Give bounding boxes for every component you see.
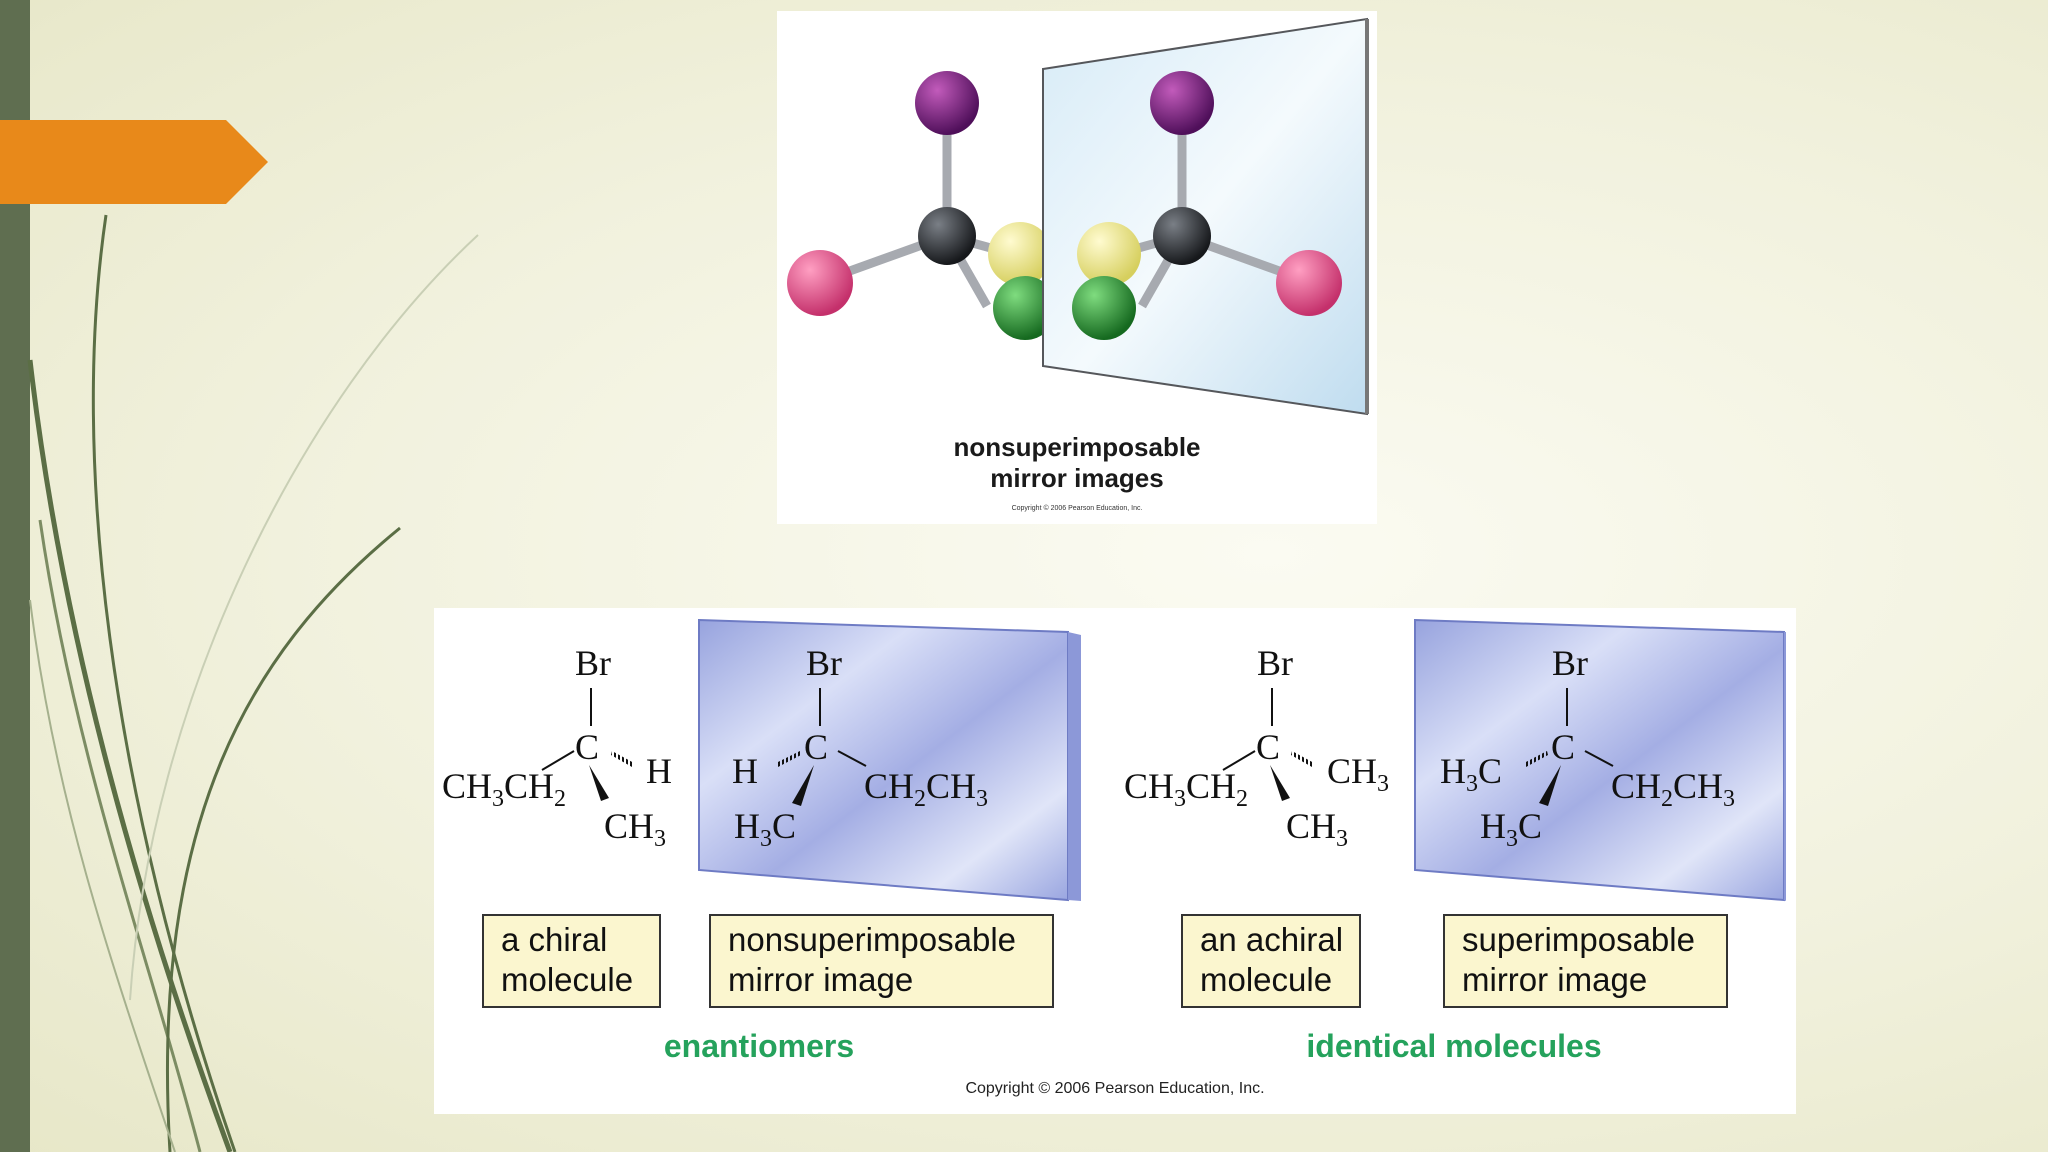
group-h3c: H3C	[734, 806, 796, 852]
atom-c: C	[575, 727, 599, 767]
label-line: mirror image	[1462, 961, 1648, 998]
label-line: mirror image	[728, 961, 914, 998]
group-ch2ch3: CH2CH3	[1611, 766, 1735, 812]
top-caption-line1: nonsuperimposable	[953, 432, 1201, 462]
atom-c: C	[804, 727, 828, 767]
orange-arrow-tab	[0, 120, 268, 204]
atom-c: C	[1551, 727, 1575, 767]
right-molecule-model	[1072, 71, 1342, 340]
group-ch3ch2: CH3CH2	[1124, 766, 1248, 812]
top-figure-panel: nonsuperimposable mirror images Copyrigh…	[777, 11, 1377, 524]
molecule-mirror-illustration	[787, 17, 1369, 416]
left-molecule-model	[787, 71, 1057, 340]
group-h3c-left: H3C	[1440, 751, 1502, 797]
group-ch3-right: CH3	[1327, 751, 1389, 797]
chiral-molecule-structure: Br C CH3CH2 H CH3	[442, 643, 672, 852]
label-line: a chiral	[501, 921, 608, 958]
atom-br: Br	[806, 643, 842, 683]
atom-br: Br	[1257, 643, 1293, 683]
bottom-copyright: Copyright © 2006 Pearson Education, Inc.	[965, 1080, 1265, 1097]
label-chiral-molecule: a chiral molecule	[482, 914, 661, 1008]
label-line: superimposable	[1462, 921, 1695, 958]
group-ch3ch2: CH3CH2	[442, 766, 566, 812]
bottom-figure-panel: Br C CH3CH2 H CH3 Br C CH2CH3 H H3C Br	[434, 608, 1796, 1114]
atom-c: C	[1256, 727, 1280, 767]
group-h3c-bottom: H3C	[1480, 806, 1542, 852]
label-line: an achiral	[1200, 921, 1344, 958]
group-label-identical-molecules: identical molecules	[1306, 1028, 1602, 1064]
top-caption-line2: mirror images	[990, 463, 1164, 493]
group-ch2ch3: CH2CH3	[864, 766, 988, 812]
mirror-panel-2	[1414, 618, 1785, 902]
chiral-mirror-image-structure: Br C CH2CH3 H H3C	[732, 643, 988, 852]
atom-h: H	[732, 751, 758, 791]
label-achiral-molecule: an achiral molecule	[1181, 914, 1361, 1008]
group-ch3: CH3	[604, 806, 666, 852]
achiral-mirror-image-structure: Br C CH2CH3 H3C H3C	[1440, 643, 1735, 852]
label-line: nonsuperimposable	[728, 921, 1017, 958]
mirror-plane	[1042, 17, 1368, 416]
achiral-molecule-structure: Br C CH3CH2 CH3 CH3	[1124, 643, 1389, 852]
atom-br: Br	[1552, 643, 1588, 683]
group-label-enantiomers: enantiomers	[663, 1028, 855, 1064]
label-line: molecule	[1200, 961, 1333, 998]
top-copyright: Copyright © 2006 Pearson Education, Inc.	[1011, 505, 1143, 512]
chirality-structures: Br C CH3CH2 H CH3 Br C CH2CH3 H H3C Br	[442, 618, 1786, 902]
decorative-swoosh-lines	[27, 214, 479, 1152]
label-nonsuperimposable-mirror-image: nonsuperimposable mirror image	[709, 914, 1054, 1008]
atom-h: H	[646, 751, 672, 791]
label-superimposable-mirror-image: superimposable mirror image	[1443, 914, 1728, 1008]
atom-br: Br	[575, 643, 611, 683]
group-ch3-bottom: CH3	[1286, 806, 1348, 852]
label-line: molecule	[501, 961, 634, 998]
